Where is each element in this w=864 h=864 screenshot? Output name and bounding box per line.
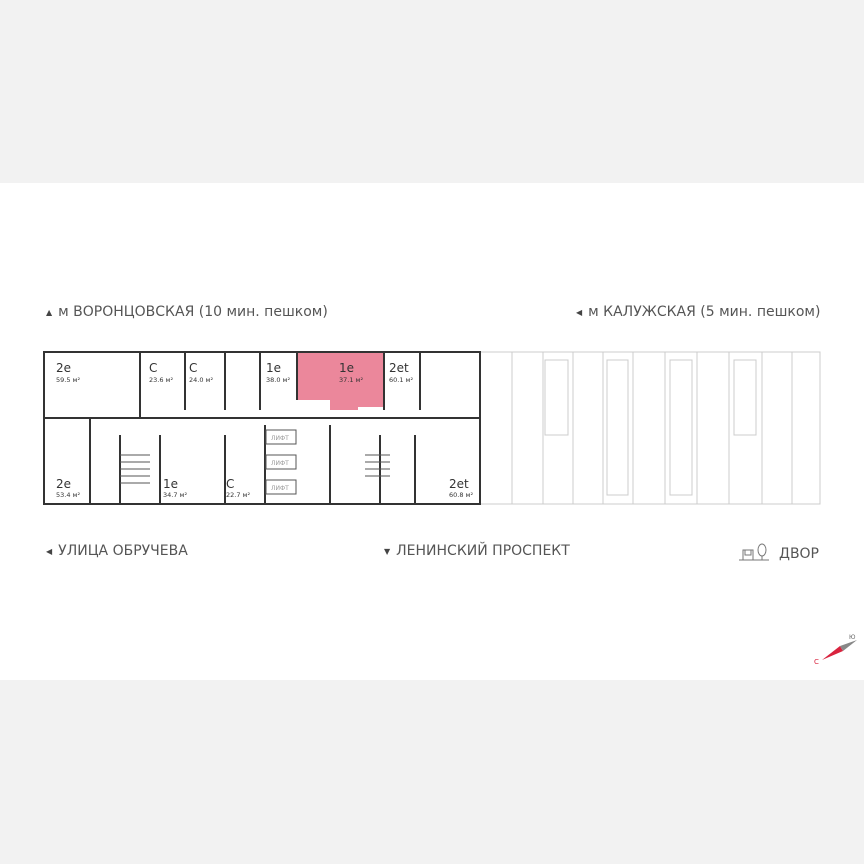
selected-unit-highlight[interactable] [297,352,384,410]
unit-type[interactable]: 2e [56,361,71,375]
walls [43,351,481,505]
metro-left-label: ▲ м ВОРОНЦОВСКАЯ (10 мин. пешком) [46,304,328,320]
street-center-label: ▼ ЛЕНИНСКИЙ ПРОСПЕКТ [384,543,570,559]
unit-type[interactable]: С [149,361,157,375]
yard-label: ДВОР [737,542,819,566]
unit-area: 38.0 м² [266,376,290,384]
direction-arrow-icon: ◀ [576,307,583,317]
unit-type[interactable]: 1e [163,477,178,491]
unit-area: 59.5 м² [56,376,80,384]
unit-area: 24.0 м² [189,376,213,384]
street-left-label: ◀ УЛИЦА ОБРУЧЕВА [46,543,188,559]
unit-type[interactable]: 2et [389,361,409,375]
parking-grid [479,351,821,505]
lift-labels: ЛИФТ ЛИФТ ЛИФТ [271,435,289,492]
compass-south: Ю [849,634,856,641]
unit-area: 37.1 м² [339,376,363,384]
unit-type[interactable]: 1e [266,361,281,375]
lift-label: ЛИФТ [271,435,289,442]
unit-type[interactable]: С [226,477,234,491]
compass-north: С [814,658,819,666]
unit-area: 60.8 м² [449,491,473,499]
street-left-text: УЛИЦА ОБРУЧЕВА [58,543,188,559]
lift-label: ЛИФТ [271,460,289,467]
metro-right-text: м КАЛУЖСКАЯ (5 мин. пешком) [588,304,821,320]
lift-label: ЛИФТ [271,485,289,492]
compass-icon: С Ю [814,634,857,666]
unit-type[interactable]: 2e [56,477,71,491]
unit-area: 34.7 м² [163,491,187,499]
metro-right-label: ◀ м КАЛУЖСКАЯ (5 мин. пешком) [576,304,820,320]
yard-icon [739,543,769,561]
direction-arrow-icon: ◀ [46,546,53,556]
metro-left-text: м ВОРОНЦОВСКАЯ (10 мин. пешком) [58,304,328,320]
direction-arrow-icon: ▲ [46,307,53,317]
unit-area: 60.1 м² [389,376,413,384]
unit-area: 23.6 м² [149,376,173,384]
street-center-text: ЛЕНИНСКИЙ ПРОСПЕКТ [396,543,570,559]
unit-area: 53.4 м² [56,491,80,499]
unit-type[interactable]: С [189,361,197,375]
unit-type[interactable]: 1e [339,361,354,375]
unit-type[interactable]: 2et [449,477,469,491]
yard-text: ДВОР [779,546,820,562]
plan-panel [0,183,864,680]
unit-area: 22.7 м² [226,491,250,499]
direction-arrow-icon: ▼ [384,546,391,556]
